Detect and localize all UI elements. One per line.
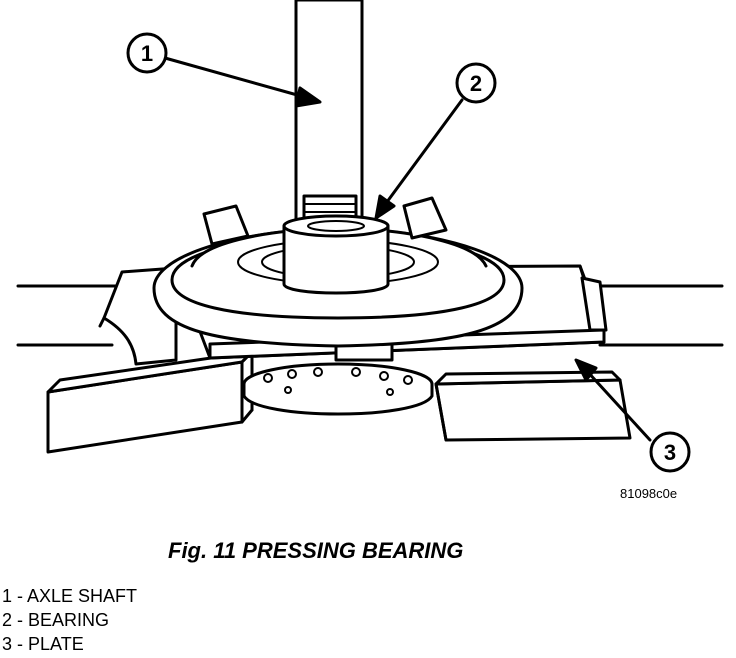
pressing-bearing-illustration: 1 2 3 bbox=[16, 0, 724, 473]
callout-1: 1 bbox=[126, 32, 168, 74]
legend: 1 - AXLE SHAFT 2 - BEARING 3 - PLATE bbox=[2, 584, 137, 656]
figure-caption: Fig. 11 PRESSING BEARING bbox=[168, 538, 464, 563]
legend-item-plate: 3 - PLATE bbox=[2, 634, 84, 654]
callout-1-number: 1 bbox=[141, 41, 153, 66]
callout-2-number: 2 bbox=[470, 71, 482, 96]
legend-item-axle-shaft: 1 - AXLE SHAFT bbox=[2, 586, 138, 606]
callout-arrow-2 bbox=[374, 98, 464, 220]
bearing-hub bbox=[242, 362, 434, 416]
support-block-right bbox=[434, 370, 632, 442]
callout-3-number: 3 bbox=[664, 440, 676, 465]
axle-shaft[interactable] bbox=[282, 0, 390, 295]
callout-arrow-1 bbox=[163, 56, 322, 108]
callout-3: 3 bbox=[649, 431, 691, 473]
legend-item-bearing: 2 - BEARING bbox=[2, 610, 110, 630]
support-block-left bbox=[46, 350, 254, 454]
figure-code: 81098c0e bbox=[620, 486, 678, 501]
callout-arrow-3 bbox=[574, 358, 652, 442]
callout-2: 2 bbox=[455, 62, 497, 104]
